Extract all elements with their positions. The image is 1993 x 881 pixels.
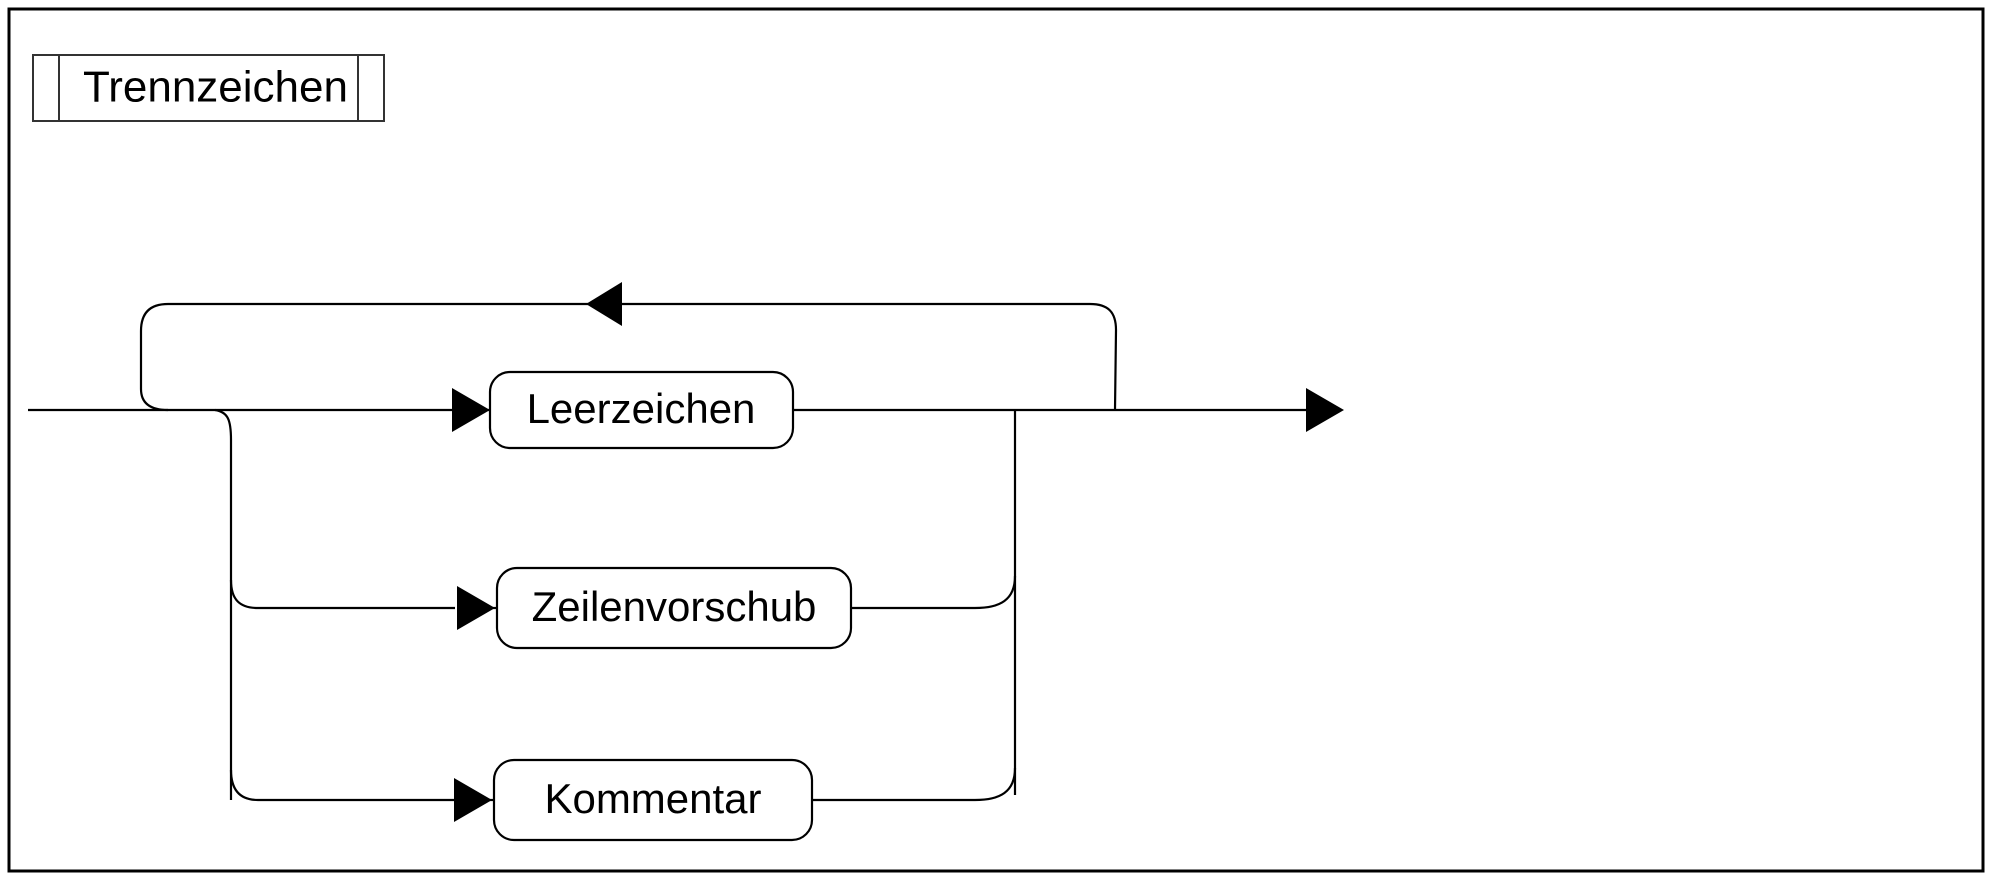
kommentar-entry-arrow-icon xyxy=(454,778,492,822)
zeilenvorschub-entry-arrow-icon xyxy=(457,586,495,630)
title-box-outline xyxy=(32,54,385,122)
node-kommentar-box[interactable] xyxy=(492,758,814,842)
node-kommentar-label: Kommentar xyxy=(544,775,761,822)
node-leerzeichen-box[interactable] xyxy=(488,370,795,450)
node-zeilenvorschub[interactable]: Zeilenvorschub xyxy=(495,566,853,650)
node-zeilenvorschub-label: Zeilenvorschub xyxy=(532,583,817,630)
node-zeilenvorschub-box[interactable] xyxy=(495,566,853,650)
leerzeichen-entry-arrow-icon xyxy=(452,388,490,432)
rail-to-kommentar xyxy=(229,769,455,802)
node-kommentar[interactable]: Kommentar xyxy=(492,758,814,842)
exit-arrow-icon xyxy=(1306,388,1344,432)
page-frame xyxy=(7,7,1985,873)
title-box: Trennzeichen xyxy=(32,54,385,122)
loop-back-arrow-icon xyxy=(586,282,622,326)
node-leerzeichen-label: Leerzeichen xyxy=(527,385,756,432)
diagram-title: Trennzeichen xyxy=(83,63,348,112)
rail-to-zeilenvorschub xyxy=(229,579,455,610)
rail-zeilenvorschub-out xyxy=(850,575,1017,610)
rail-branch-spine xyxy=(214,408,233,800)
rail-loop-back xyxy=(139,302,1118,412)
node-leerzeichen[interactable]: Leerzeichen xyxy=(488,370,795,450)
rail-kommentar-out xyxy=(812,767,1017,802)
